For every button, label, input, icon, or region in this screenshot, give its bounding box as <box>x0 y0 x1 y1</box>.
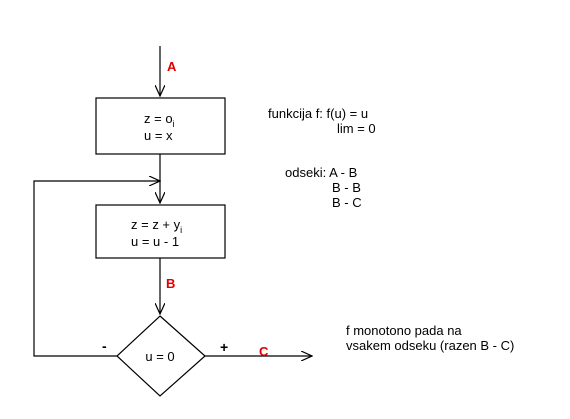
segments-note-line3: B - C <box>332 195 362 210</box>
decision-condition: u = 0 <box>145 349 174 364</box>
loop-back-path <box>33 181 160 357</box>
edge-label-a: A <box>167 59 177 74</box>
segments-note: odseki: A - B B - B B - C <box>285 165 362 210</box>
function-note: funkcija f: f(u) = u lim = 0 <box>268 106 376 136</box>
plus-label: + <box>220 339 228 355</box>
init-box <box>95 97 226 155</box>
function-note-line2: lim = 0 <box>337 121 376 136</box>
edge-label-b: B <box>166 276 175 291</box>
segments-note-line1: odseki: A - B <box>285 165 358 180</box>
monotone-note-line1: f monotono pada na <box>346 323 462 338</box>
edge-label-c: C <box>259 344 269 359</box>
loop-box <box>95 204 226 259</box>
segments-note-line2: B - B <box>332 180 361 195</box>
init-box-line1: z = oi <box>144 111 175 129</box>
function-note-line1: funkcija f: f(u) = u <box>268 106 369 121</box>
loop-box-line2: u = u - 1 <box>131 234 179 249</box>
decision-diamond <box>116 315 206 397</box>
init-box-line2: u = x <box>144 128 173 143</box>
monotone-note: f monotono pada na vsakem odseku (razen … <box>346 323 514 353</box>
minus-label: - <box>102 338 107 354</box>
monotone-note-line2: vsakem odseku (razen B - C) <box>346 338 515 353</box>
loop-box-line1: z = z + yi <box>131 217 182 235</box>
